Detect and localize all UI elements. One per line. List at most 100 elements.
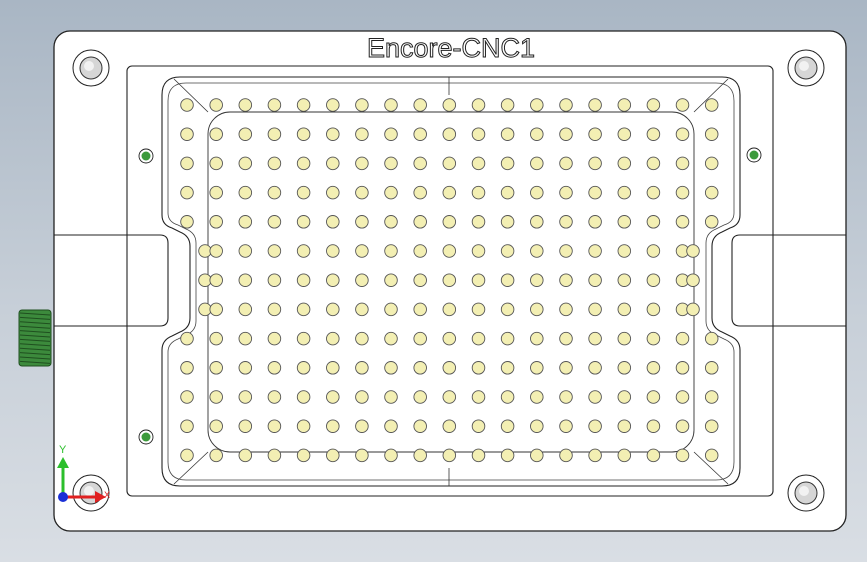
vacuum-hole[interactable]: [588, 215, 602, 229]
vacuum-hole[interactable]: [471, 185, 486, 200]
vacuum-hole[interactable]: [296, 448, 311, 463]
vacuum-hole[interactable]: [326, 185, 340, 200]
vacuum-hole[interactable]: [559, 215, 573, 229]
vacuum-hole[interactable]: [530, 273, 544, 287]
vacuum-hole[interactable]: [588, 244, 602, 258]
vacuum-hole[interactable]: [471, 448, 486, 463]
vacuum-hole[interactable]: [559, 244, 573, 258]
vacuum-hole[interactable]: [326, 156, 340, 171]
vacuum-hole[interactable]: [704, 361, 719, 375]
vacuum-hole[interactable]: [686, 244, 700, 258]
vacuum-hole[interactable]: [413, 331, 427, 346]
vacuum-hole[interactable]: [646, 156, 661, 171]
connector-fitting[interactable]: [18, 309, 52, 367]
vacuum-hole[interactable]: [646, 215, 661, 229]
vacuum-hole[interactable]: [500, 361, 515, 375]
bolt-hole-top-left[interactable]: [72, 49, 110, 87]
vacuum-hole[interactable]: [238, 156, 253, 171]
vacuum-hole[interactable]: [530, 419, 544, 433]
vacuum-hole[interactable]: [588, 185, 602, 200]
right-slot[interactable]: [731, 234, 846, 327]
vacuum-hole[interactable]: [296, 127, 311, 141]
vacuum-hole[interactable]: [442, 419, 457, 433]
vacuum-hole[interactable]: [442, 331, 457, 346]
vacuum-hole[interactable]: [704, 156, 719, 171]
vacuum-hole[interactable]: [471, 244, 486, 258]
engraved-title[interactable]: Encore-CNC1: [366, 33, 535, 64]
vacuum-hole[interactable]: [675, 98, 690, 112]
vacuum-hole[interactable]: [471, 273, 486, 287]
vacuum-hole[interactable]: [296, 215, 311, 229]
vacuum-hole[interactable]: [704, 127, 719, 141]
vacuum-hole[interactable]: [704, 331, 719, 346]
vacuum-hole[interactable]: [530, 331, 544, 346]
vacuum-hole[interactable]: [238, 448, 253, 463]
vacuum-hole[interactable]: [675, 331, 690, 346]
vacuum-hole[interactable]: [296, 156, 311, 171]
vacuum-hole[interactable]: [530, 244, 544, 258]
vacuum-hole[interactable]: [209, 127, 223, 141]
vacuum-hole[interactable]: [198, 273, 212, 287]
vacuum-hole[interactable]: [267, 331, 282, 346]
vacuum-hole[interactable]: [238, 127, 253, 141]
vacuum-hole[interactable]: [384, 390, 398, 404]
vacuum-hole[interactable]: [530, 185, 544, 200]
locating-pin-left-top[interactable]: [138, 148, 154, 164]
vacuum-hole[interactable]: [530, 215, 544, 229]
vacuum-hole[interactable]: [413, 185, 427, 200]
vacuum-hole[interactable]: [326, 215, 340, 229]
vacuum-hole[interactable]: [646, 98, 661, 112]
vacuum-hole[interactable]: [296, 361, 311, 375]
vacuum-hole[interactable]: [471, 215, 486, 229]
vacuum-hole[interactable]: [588, 98, 602, 112]
vacuum-hole[interactable]: [646, 244, 661, 258]
vacuum-hole[interactable]: [442, 215, 457, 229]
vacuum-hole[interactable]: [646, 302, 661, 317]
vacuum-hole[interactable]: [559, 302, 573, 317]
vacuum-hole[interactable]: [238, 185, 253, 200]
vacuum-hole[interactable]: [209, 419, 223, 433]
vacuum-hole[interactable]: [209, 156, 223, 171]
vacuum-hole[interactable]: [238, 419, 253, 433]
vacuum-hole[interactable]: [471, 419, 486, 433]
vacuum-pocket-outline[interactable]: [161, 76, 741, 487]
vacuum-hole[interactable]: [326, 448, 340, 463]
vacuum-hole[interactable]: [617, 127, 632, 141]
vacuum-hole[interactable]: [238, 302, 253, 317]
vacuum-hole[interactable]: [675, 156, 690, 171]
vacuum-hole[interactable]: [180, 127, 194, 141]
vacuum-hole[interactable]: [326, 331, 340, 346]
vacuum-hole[interactable]: [471, 331, 486, 346]
vacuum-hole[interactable]: [384, 361, 398, 375]
vacuum-hole[interactable]: [384, 448, 398, 463]
vacuum-hole[interactable]: [238, 98, 253, 112]
vacuum-hole[interactable]: [617, 244, 632, 258]
vacuum-hole[interactable]: [500, 419, 515, 433]
vacuum-hole[interactable]: [238, 215, 253, 229]
vacuum-hole[interactable]: [588, 448, 602, 463]
vacuum-hole[interactable]: [209, 273, 223, 287]
vacuum-hole[interactable]: [617, 361, 632, 375]
vacuum-hole[interactable]: [413, 215, 427, 229]
vacuum-hole[interactable]: [500, 156, 515, 171]
vacuum-hole[interactable]: [442, 390, 457, 404]
vacuum-hole[interactable]: [588, 156, 602, 171]
vacuum-hole[interactable]: [559, 448, 573, 463]
vacuum-hole[interactable]: [355, 215, 369, 229]
vacuum-hole[interactable]: [267, 361, 282, 375]
vacuum-hole[interactable]: [646, 448, 661, 463]
vacuum-hole[interactable]: [500, 98, 515, 112]
vacuum-hole[interactable]: [559, 419, 573, 433]
vacuum-hole[interactable]: [704, 390, 719, 404]
vacuum-hole-grid[interactable]: [180, 98, 719, 463]
vacuum-hole[interactable]: [355, 185, 369, 200]
vacuum-hole[interactable]: [355, 156, 369, 171]
vacuum-hole[interactable]: [413, 448, 427, 463]
vacuum-hole[interactable]: [588, 302, 602, 317]
vacuum-hole[interactable]: [442, 361, 457, 375]
vacuum-hole[interactable]: [471, 156, 486, 171]
vacuum-hole[interactable]: [413, 390, 427, 404]
vacuum-hole[interactable]: [180, 215, 194, 229]
vacuum-hole[interactable]: [267, 448, 282, 463]
vacuum-hole[interactable]: [413, 127, 427, 141]
